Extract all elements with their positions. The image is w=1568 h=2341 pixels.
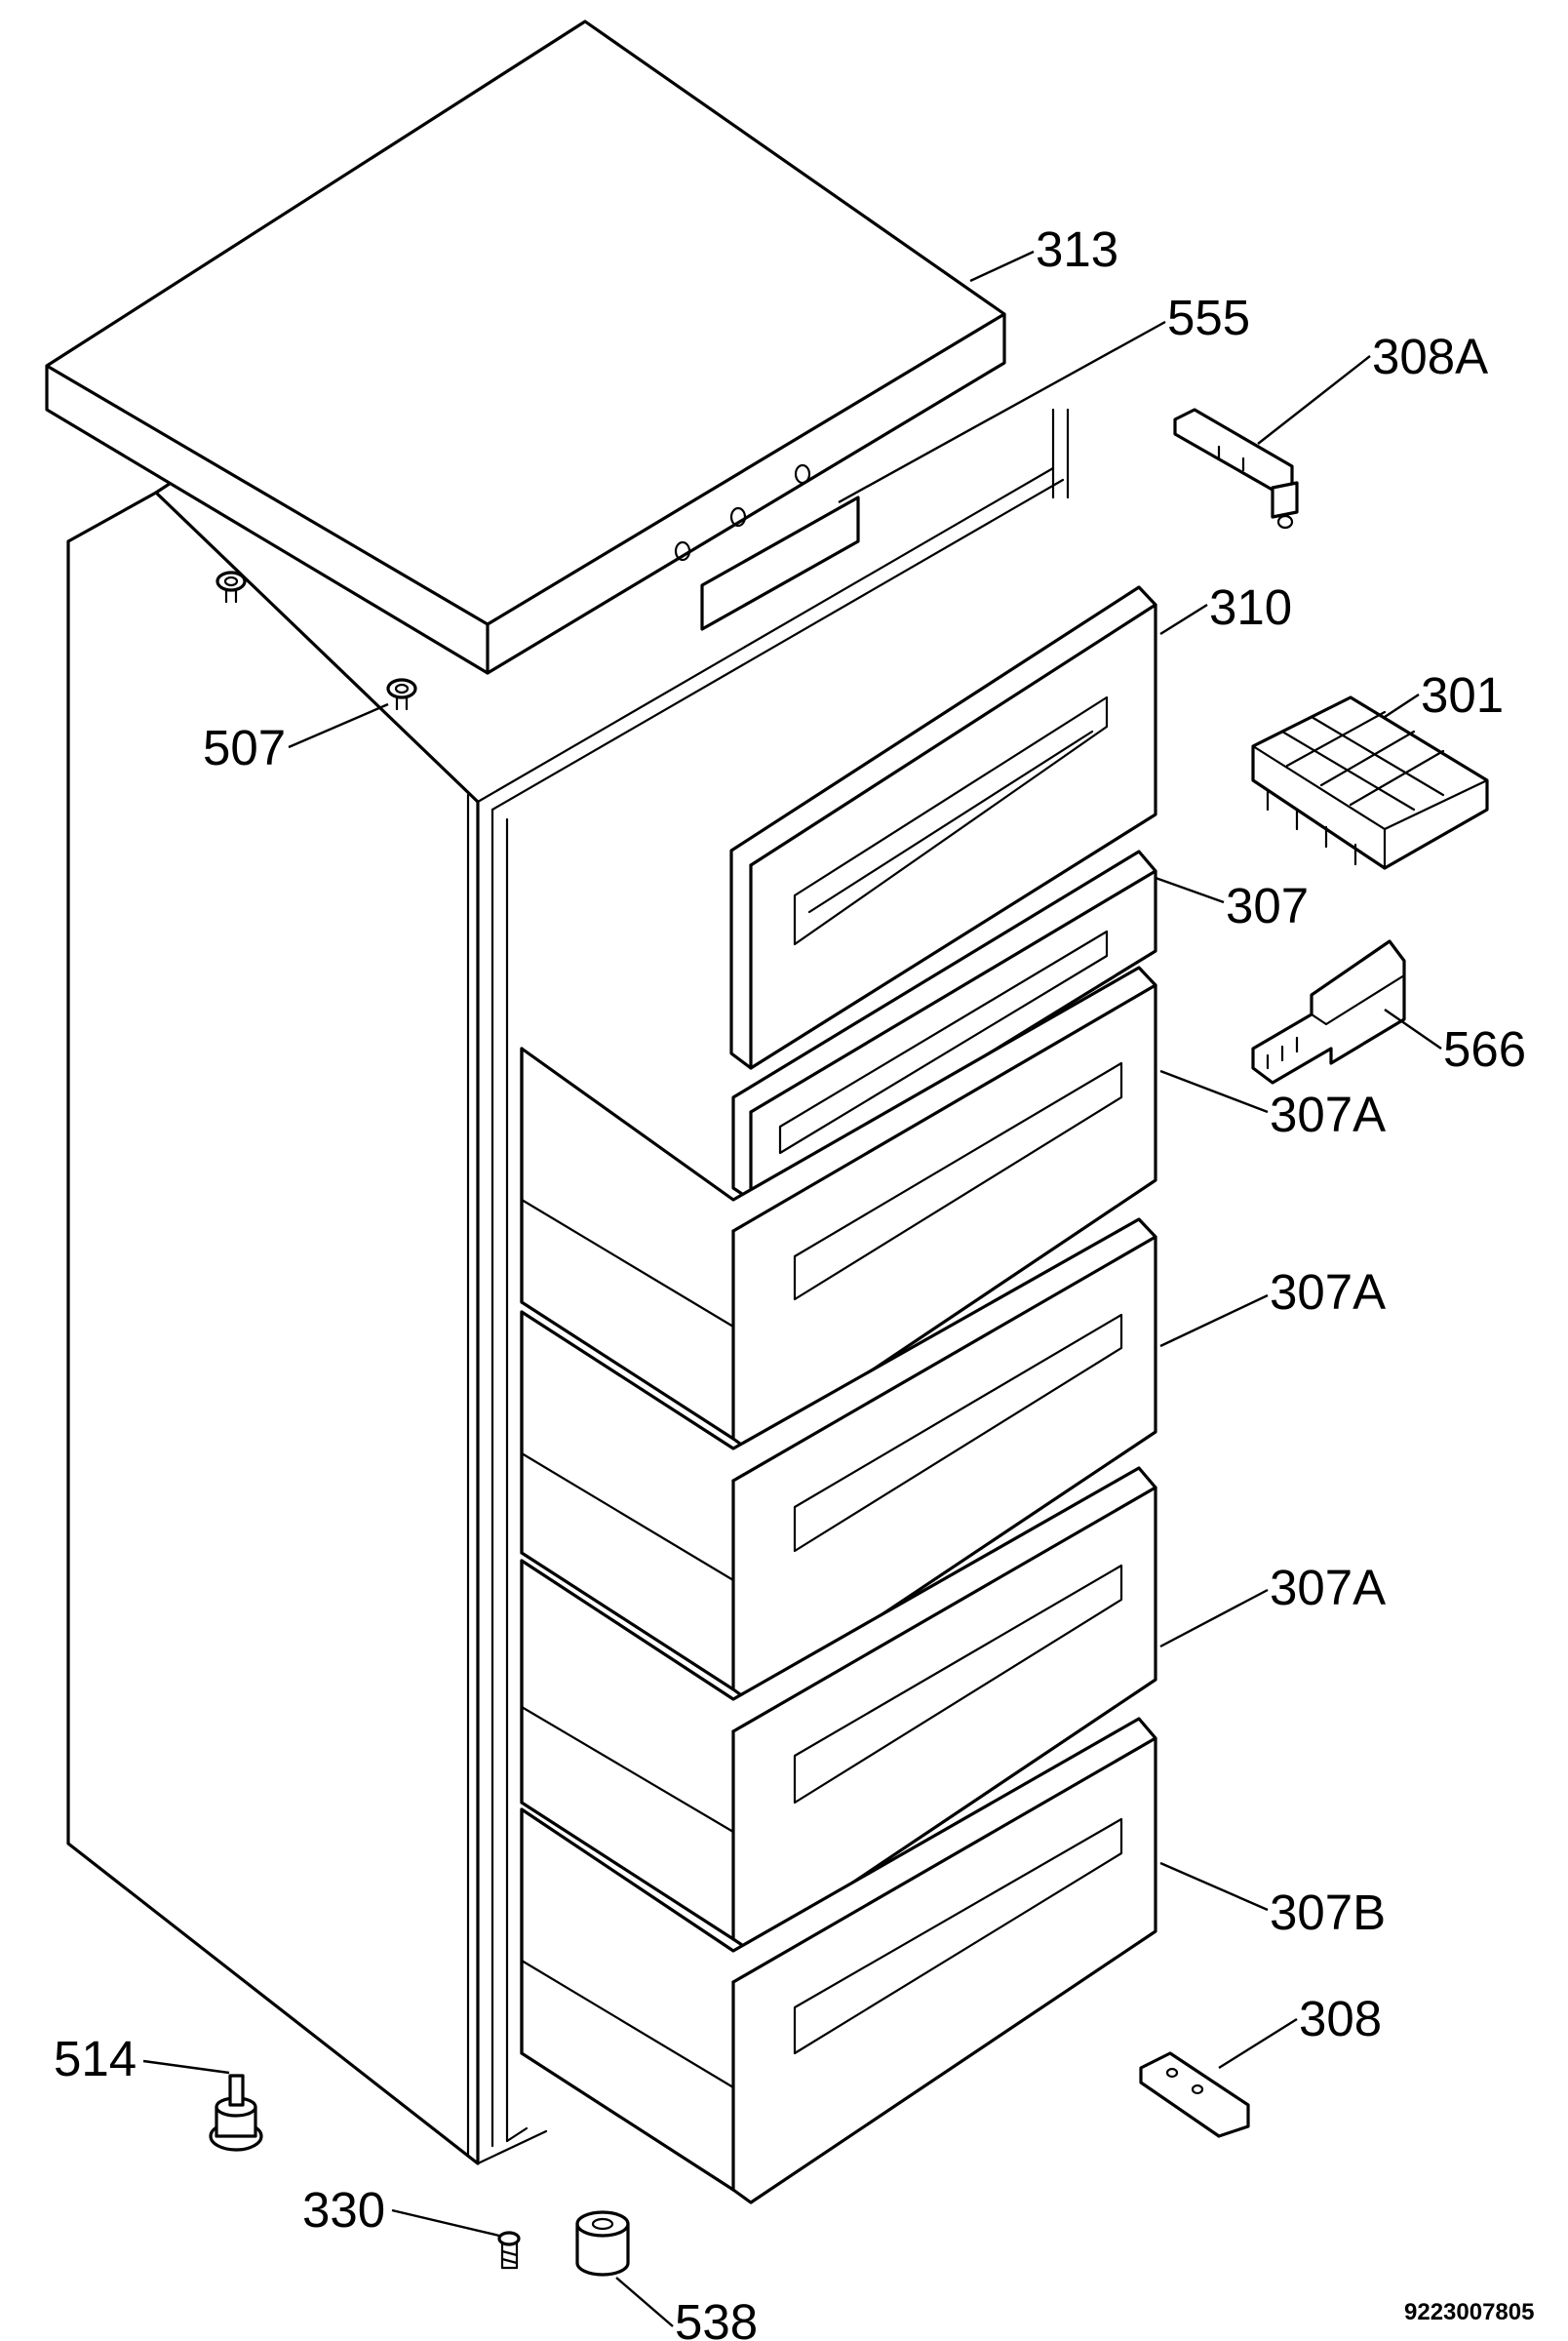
callout-514: 514	[54, 2031, 137, 2086]
callout-330: 330	[302, 2182, 385, 2238]
screw-330	[497, 2231, 521, 2270]
callout-307a-2: 307A	[1270, 1264, 1386, 1320]
drawer-307	[731, 850, 1157, 1202]
screw-507-top	[216, 571, 247, 604]
callout-507: 507	[203, 720, 286, 775]
leader-lines	[142, 250, 1442, 2327]
callout-307a-3: 307A	[1270, 1560, 1386, 1615]
screw-507	[386, 678, 417, 711]
callout-555: 555	[1167, 290, 1250, 345]
drawer-307a-3	[520, 1466, 1157, 1953]
callout-307a-1: 307A	[1270, 1087, 1386, 1142]
callout-310: 310	[1209, 579, 1292, 635]
hinge-308a	[1173, 408, 1299, 530]
ice-tray-301	[1251, 695, 1489, 870]
drawer-307a-2	[520, 1217, 1157, 1704]
callout-313: 313	[1036, 221, 1118, 277]
drawer-307a-1	[520, 966, 1157, 1453]
callout-566: 566	[1443, 1021, 1526, 1077]
callout-307: 307	[1226, 878, 1309, 933]
callout-538: 538	[675, 2294, 758, 2341]
cabinet-body	[66, 261, 1070, 2165]
ice-scraper-566	[1251, 939, 1406, 1085]
drawer-front-310	[729, 585, 1157, 1070]
callout-301: 301	[1421, 667, 1504, 723]
callout-labels: 313 555 308A 310 301 507 307 566 307A 30…	[54, 221, 1534, 2341]
document-number: 9223007805	[1404, 2299, 1534, 2325]
drawer-307b	[520, 1717, 1157, 2204]
callout-308a: 308A	[1372, 329, 1488, 384]
spacer-538	[575, 2210, 630, 2277]
adjustable-foot-514	[209, 2074, 263, 2152]
callout-307b: 307B	[1270, 1885, 1386, 1940]
callout-308: 308	[1299, 1991, 1382, 2046]
hinge-308	[1139, 2051, 1250, 2138]
top-lid	[45, 20, 1006, 675]
